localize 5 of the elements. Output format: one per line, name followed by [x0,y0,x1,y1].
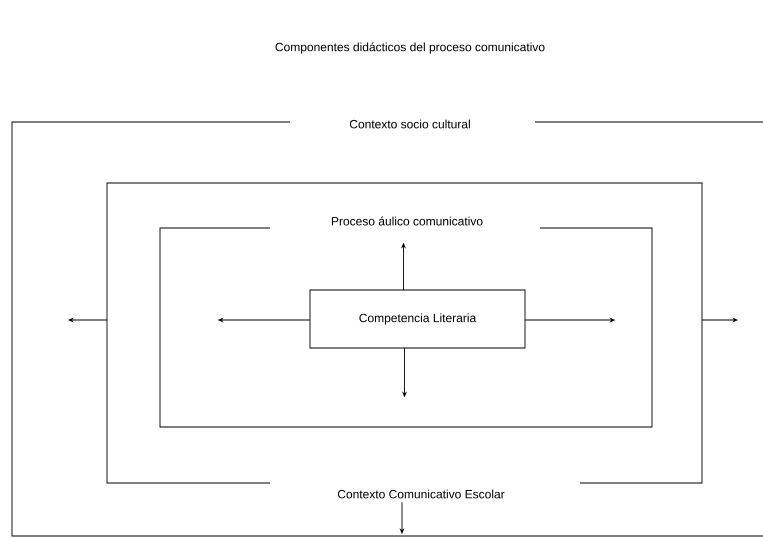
frame-label: Contexto Comunicativo Escolar [338,490,504,498]
frame-label: Contexto socio cultural [350,120,470,128]
frame-label: Proceso áulico comunicativo [332,216,482,226]
title: Componentes didácticos del proceso comunicativo [276,42,545,54]
process-box: Competencia Literaria [310,290,526,348]
